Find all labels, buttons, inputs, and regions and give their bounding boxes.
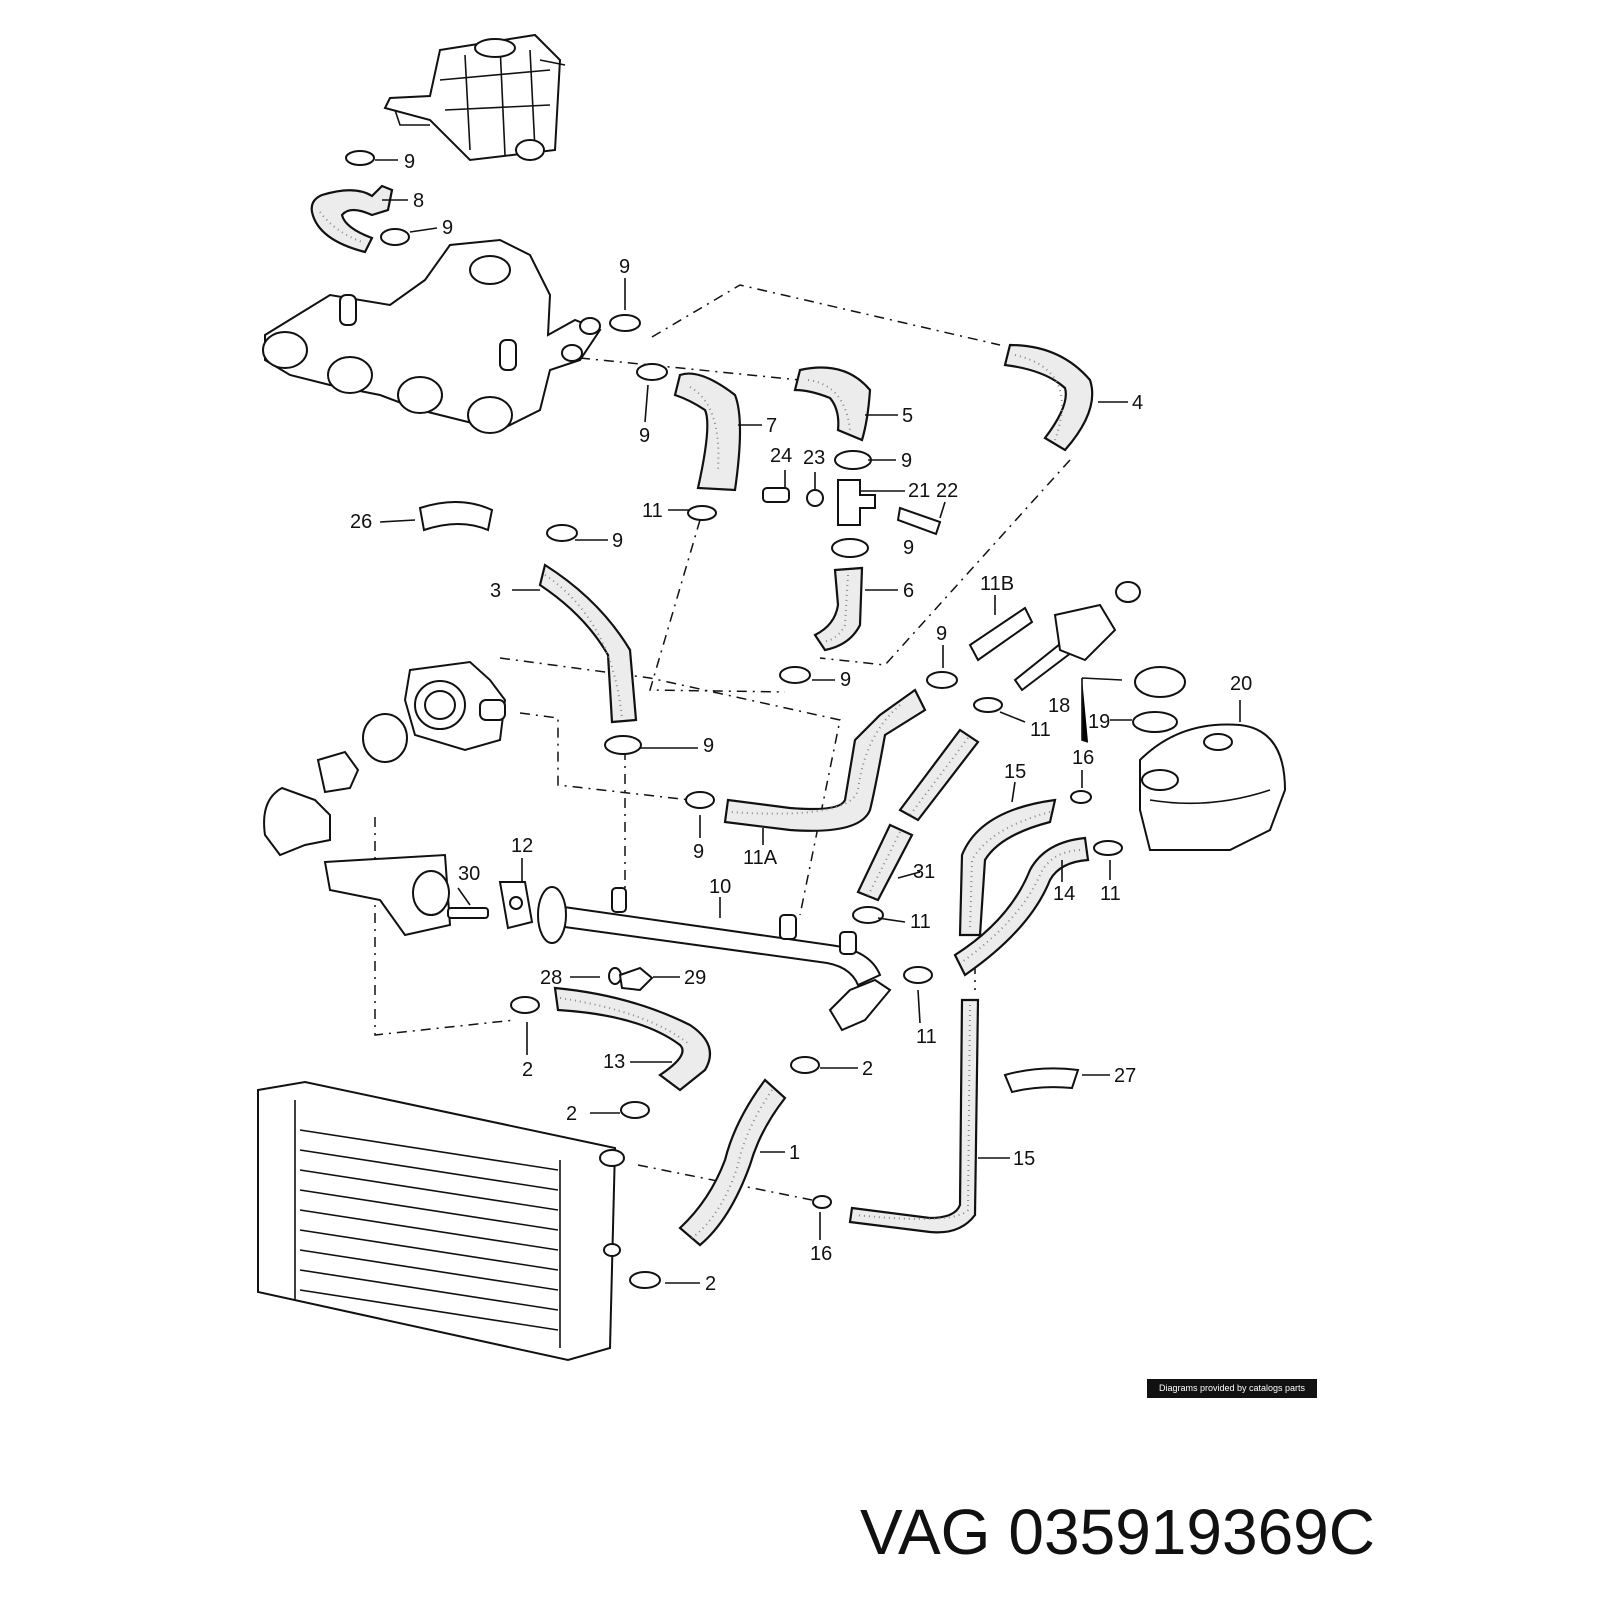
callout-label: 9 bbox=[442, 217, 453, 239]
callout-label: 9 bbox=[936, 623, 947, 645]
callout-label: 11 bbox=[910, 911, 931, 933]
callout-label: 13 bbox=[603, 1051, 625, 1073]
callout-label: 9 bbox=[901, 450, 912, 472]
callout-label: 1 bbox=[789, 1142, 800, 1164]
callout-label: 24 bbox=[770, 445, 792, 467]
callout-label: 3 bbox=[490, 580, 501, 602]
callout-label: 11 bbox=[1100, 883, 1121, 905]
hose-5 bbox=[793, 366, 872, 442]
callout-label: 18 bbox=[1048, 695, 1070, 717]
callout-label: 16 bbox=[1072, 747, 1094, 769]
callout-label: 2 bbox=[566, 1103, 577, 1125]
hose-31 bbox=[856, 728, 980, 902]
carburettor bbox=[383, 33, 566, 162]
callout-label: 4 bbox=[1132, 392, 1143, 414]
hose-3 bbox=[538, 563, 638, 724]
callout-label: 31 bbox=[913, 861, 935, 883]
expansion-tank bbox=[1132, 666, 1287, 851]
callout-label: 6 bbox=[903, 580, 914, 602]
callout-label: 27 bbox=[1114, 1065, 1136, 1087]
hose-14 bbox=[953, 836, 1090, 977]
hose-7 bbox=[673, 372, 742, 492]
hose-8 bbox=[310, 184, 394, 254]
callout-label: 2 bbox=[705, 1273, 716, 1295]
callout-label: 20 bbox=[1230, 673, 1252, 695]
callout-label: 14 bbox=[1053, 883, 1075, 905]
hose-clamps bbox=[345, 150, 1123, 1289]
part-number: 035919369C bbox=[1008, 1496, 1375, 1568]
hose-1 bbox=[678, 1078, 787, 1247]
callout-label: 9 bbox=[619, 256, 630, 278]
brand-name: VAG bbox=[860, 1496, 991, 1568]
callout-label: 9 bbox=[703, 735, 714, 757]
callout-label: 12 bbox=[511, 835, 533, 857]
callout-label: 10 bbox=[709, 876, 731, 898]
hoses bbox=[310, 184, 1094, 1247]
radiator bbox=[257, 1080, 625, 1362]
callout-label: 15 bbox=[1004, 761, 1026, 783]
callout-label: 11 bbox=[916, 1026, 937, 1048]
callout-labels: 9 8 9 9 9 7 5 4 24 23 9 21 22 11 26 9 9 … bbox=[350, 151, 1252, 1295]
callout-label: 9 bbox=[404, 151, 415, 173]
callout-label: 11B bbox=[980, 573, 1014, 595]
callout-label: 9 bbox=[612, 530, 623, 552]
intake-manifold bbox=[262, 238, 602, 434]
callout-label: 11A bbox=[743, 847, 778, 869]
hose-11A bbox=[723, 688, 927, 832]
hose-13 bbox=[553, 986, 712, 1092]
leader-lines bbox=[375, 159, 1241, 1284]
callout-label: 9 bbox=[840, 669, 851, 691]
callout-label: 9 bbox=[639, 425, 650, 447]
callout-label: 9 bbox=[693, 841, 704, 863]
hose-15-lower bbox=[848, 998, 980, 1234]
hose-15-upper bbox=[958, 798, 1057, 937]
callout-label: 7 bbox=[766, 415, 777, 437]
callout-label: 29 bbox=[684, 967, 706, 989]
callout-label: 2 bbox=[522, 1059, 533, 1081]
callout-label: 22 bbox=[936, 480, 958, 502]
callout-label: 5 bbox=[902, 405, 913, 427]
callout-label: 21 bbox=[908, 480, 930, 502]
callout-label: 28 bbox=[540, 967, 562, 989]
diagram-credit: Diagrams provided by catalogs parts bbox=[1147, 1379, 1317, 1398]
small-parts bbox=[608, 479, 1141, 992]
hose-6 bbox=[813, 566, 864, 652]
callout-label: 19 bbox=[1088, 711, 1110, 733]
callout-label: 26 bbox=[350, 511, 372, 533]
thermostat-housing bbox=[263, 660, 534, 937]
callout-label: 8 bbox=[413, 190, 424, 212]
callout-label: 23 bbox=[803, 447, 825, 469]
callout-label: 16 bbox=[810, 1243, 832, 1265]
callout-label: 11 bbox=[1030, 719, 1051, 741]
hose-4 bbox=[1003, 343, 1094, 452]
callout-label: 2 bbox=[862, 1058, 873, 1080]
callout-label: 11 bbox=[642, 500, 663, 522]
coolant-pipe bbox=[537, 886, 892, 1032]
callout-label: 15 bbox=[1013, 1148, 1035, 1170]
callout-label: 30 bbox=[458, 863, 480, 885]
callout-label: 9 bbox=[903, 537, 914, 559]
